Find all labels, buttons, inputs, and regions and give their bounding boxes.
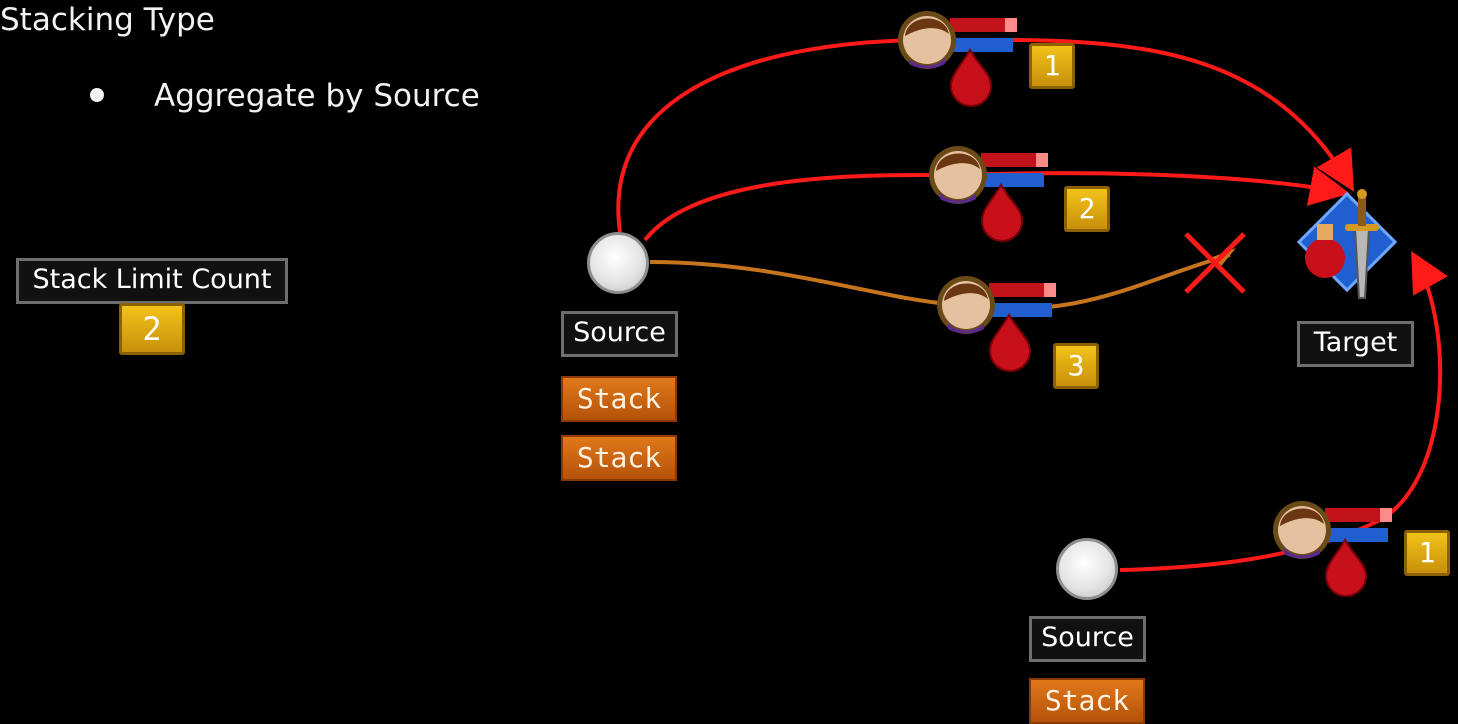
effect-count-badge-4: 1 — [1404, 530, 1450, 576]
bullet-text: Aggregate by Source — [154, 78, 480, 114]
effect-count-badge-3: 3 — [1053, 343, 1099, 389]
stack-chip: Stack — [561, 376, 677, 422]
blood-drop-icon — [988, 312, 1032, 372]
effect-icon-3 — [934, 275, 1059, 372]
bullet-item: Aggregate by Source — [90, 76, 480, 116]
blood-drop-icon — [980, 182, 1024, 242]
red-x-icon — [1184, 232, 1246, 294]
effect-count-badge-2: 2 — [1064, 186, 1110, 232]
effect-count-badge-1: 1 — [1029, 43, 1075, 89]
sword-and-potion-icon — [1296, 189, 1398, 299]
character-portrait-icon — [929, 146, 1048, 242]
blood-drop-icon — [1324, 537, 1368, 597]
character-portrait-icon — [1273, 501, 1392, 597]
effect-icon-4 — [1270, 500, 1395, 597]
stack-limit-label: Stack Limit Count — [16, 258, 288, 304]
source-node-1 — [587, 232, 649, 294]
source-label-1: Source — [561, 311, 678, 357]
effect-icon-1 — [895, 10, 1020, 107]
stack-chip: Stack — [1029, 678, 1145, 724]
blood-drop-icon — [949, 47, 993, 107]
source-label-2: Source — [1029, 616, 1146, 662]
source-node-2 — [1056, 538, 1118, 600]
character-portrait-icon — [937, 276, 1056, 372]
section-heading: Stacking Type — [0, 2, 215, 38]
target-label: Target — [1297, 321, 1414, 367]
stack-limit-value: 2 — [119, 303, 185, 355]
effect-icon-2 — [926, 145, 1051, 242]
stack-chip: Stack — [561, 435, 677, 481]
character-portrait-icon — [898, 11, 1017, 107]
bullet-dot — [90, 87, 104, 102]
